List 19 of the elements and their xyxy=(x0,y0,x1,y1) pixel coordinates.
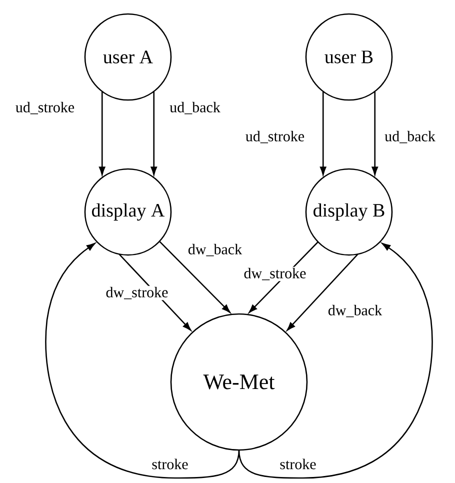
edge-label: ud_stroke xyxy=(14,100,76,116)
edge-label: stroke xyxy=(150,458,190,470)
arrow xyxy=(320,91,326,176)
edge-label: ud_back xyxy=(384,130,436,144)
arrow xyxy=(238,242,433,479)
arrow xyxy=(45,243,240,479)
arrow xyxy=(118,254,192,331)
arrow xyxy=(372,91,378,176)
arrow xyxy=(158,240,230,313)
arrow xyxy=(99,91,106,176)
edge-label: dw_back xyxy=(186,242,244,258)
arrow xyxy=(286,254,358,331)
edge-label: dw_stroke xyxy=(242,266,308,282)
edge-label: ud_back xyxy=(168,100,222,116)
arrow xyxy=(150,91,157,176)
edge-label: dw_stroke xyxy=(104,286,170,300)
edge-label: stroke xyxy=(278,458,318,470)
edge-label: ud_stroke xyxy=(244,130,306,144)
edge-label: dw_back xyxy=(326,304,384,318)
